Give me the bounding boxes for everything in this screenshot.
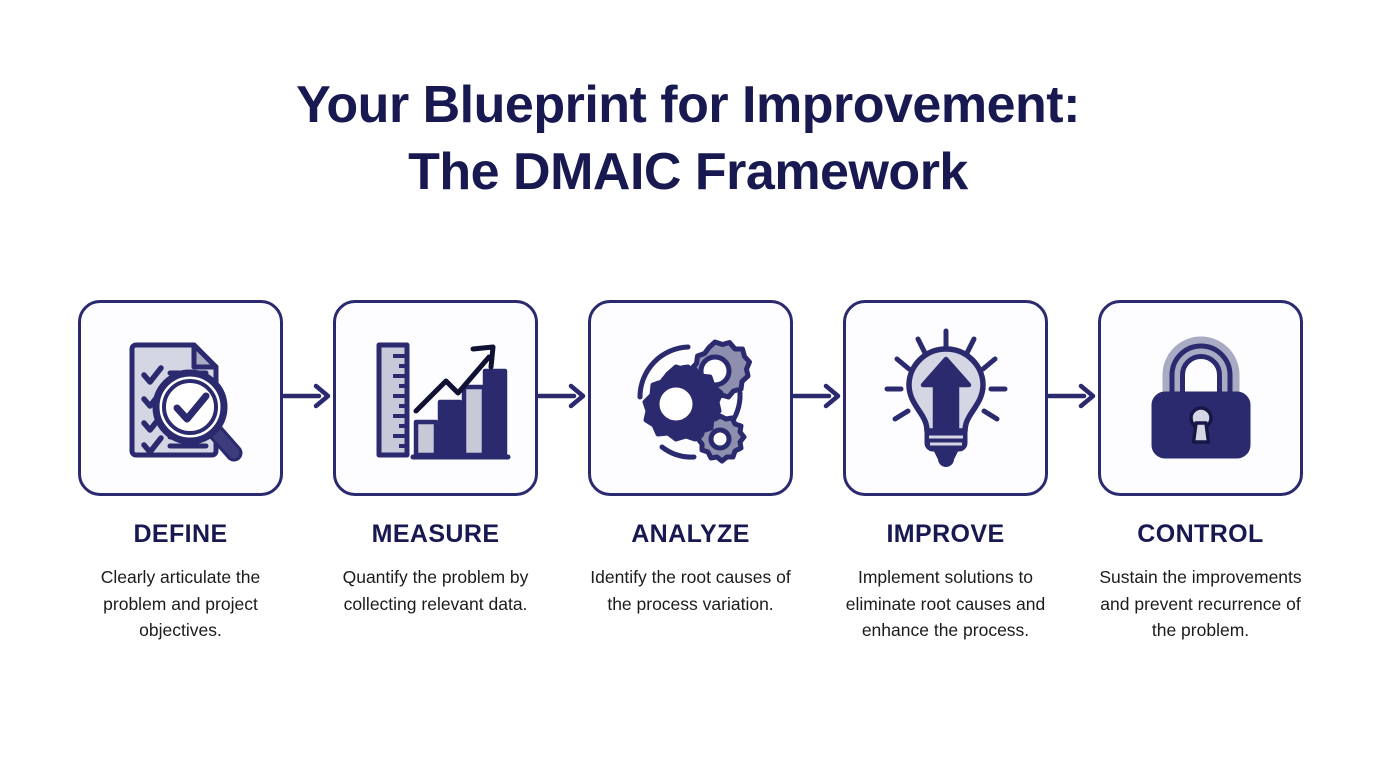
arrow-right-icon [791, 382, 843, 415]
connector-measure-analyze [536, 300, 588, 496]
step-improve-label: IMPROVE [886, 520, 1005, 548]
connector-analyze-improve [791, 300, 843, 496]
title-line-1: Your Blueprint for Improvement: [296, 76, 1080, 134]
connector-define-measure [281, 300, 333, 496]
step-analyze-icon-card[interactable] [588, 300, 793, 496]
arrow-right-icon [1046, 382, 1098, 415]
step-define[interactable]: DEFINE Clearly articulate the problem an… [78, 300, 283, 644]
dmaic-step-list: DEFINE Clearly articulate the problem an… [78, 300, 1303, 644]
step-analyze-description: Identify the root causes of the process … [590, 567, 791, 614]
arrow-right-icon [536, 382, 588, 415]
lightbulb-arrow-icon [871, 323, 1021, 473]
padlock-icon [1126, 323, 1276, 473]
arrow-right-icon [281, 382, 333, 415]
step-analyze[interactable]: ANALYZE Identify the root causes of the … [588, 300, 793, 617]
ruler-bar-chart-icon [361, 323, 511, 473]
step-define-icon-card[interactable] [78, 300, 283, 496]
checklist-magnifier-icon [106, 323, 256, 473]
step-improve[interactable]: IMPROVE Implement solutions to eliminate… [843, 300, 1048, 644]
step-measure-label: MEASURE [371, 520, 500, 548]
page-title: Your Blueprint for Improvement: The DMAI… [0, 72, 1376, 205]
step-measure[interactable]: MEASURE Quantify the problem by collecti… [333, 300, 538, 617]
step-define-label: DEFINE [133, 520, 228, 548]
step-define-description: Clearly articulate the problem and proje… [100, 567, 261, 641]
step-measure-description: Quantify the problem by collecting relev… [342, 567, 529, 614]
step-control-icon-card[interactable] [1098, 300, 1303, 496]
step-control-label: CONTROL [1137, 520, 1264, 548]
step-analyze-label: ANALYZE [631, 520, 750, 548]
step-improve-description: Implement solutions to eliminate root ca… [845, 567, 1046, 641]
step-measure-icon-card[interactable] [333, 300, 538, 496]
step-control[interactable]: CONTROL Sustain the improvements and pre… [1098, 300, 1303, 644]
step-improve-icon-card[interactable] [843, 300, 1048, 496]
step-control-description: Sustain the improvements and prevent rec… [1099, 567, 1302, 641]
title-line-2: The DMAIC Framework [408, 142, 968, 201]
connector-improve-control [1046, 300, 1098, 496]
gears-icon [616, 323, 766, 473]
